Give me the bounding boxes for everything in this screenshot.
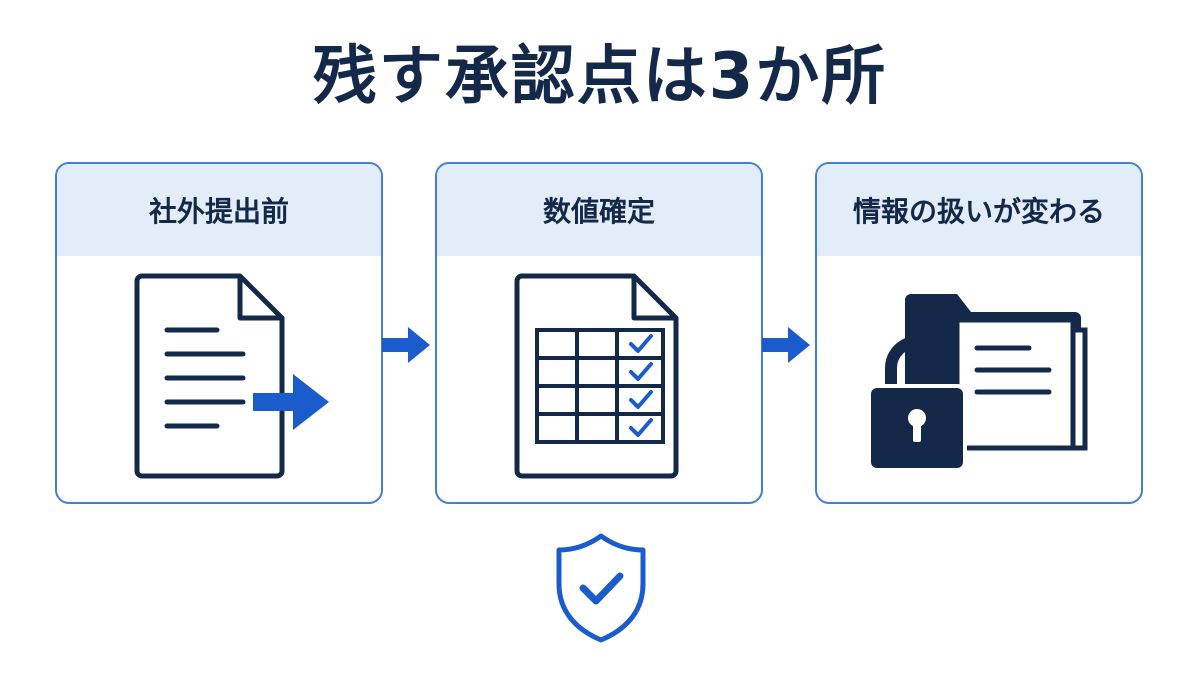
document-send-icon xyxy=(57,256,381,502)
card-header: 社外提出前 xyxy=(57,164,381,256)
card-header: 情報の扱いが変わる xyxy=(817,164,1141,256)
approval-card-external-submission: 社外提出前 xyxy=(55,162,383,504)
shield-check-icon xyxy=(553,532,649,644)
card-header: 数値確定 xyxy=(437,164,761,256)
flow-arrow-icon xyxy=(382,325,432,365)
approval-card-number-finalization: 数値確定 xyxy=(435,162,763,504)
approval-card-information-handling: 情報の扱いが変わる xyxy=(815,162,1143,504)
diagram-title: 残す承認点は3か所 xyxy=(312,40,888,114)
locked-folder-icon xyxy=(817,256,1141,502)
spreadsheet-check-icon xyxy=(437,256,761,502)
flow-arrow-icon xyxy=(762,325,812,365)
